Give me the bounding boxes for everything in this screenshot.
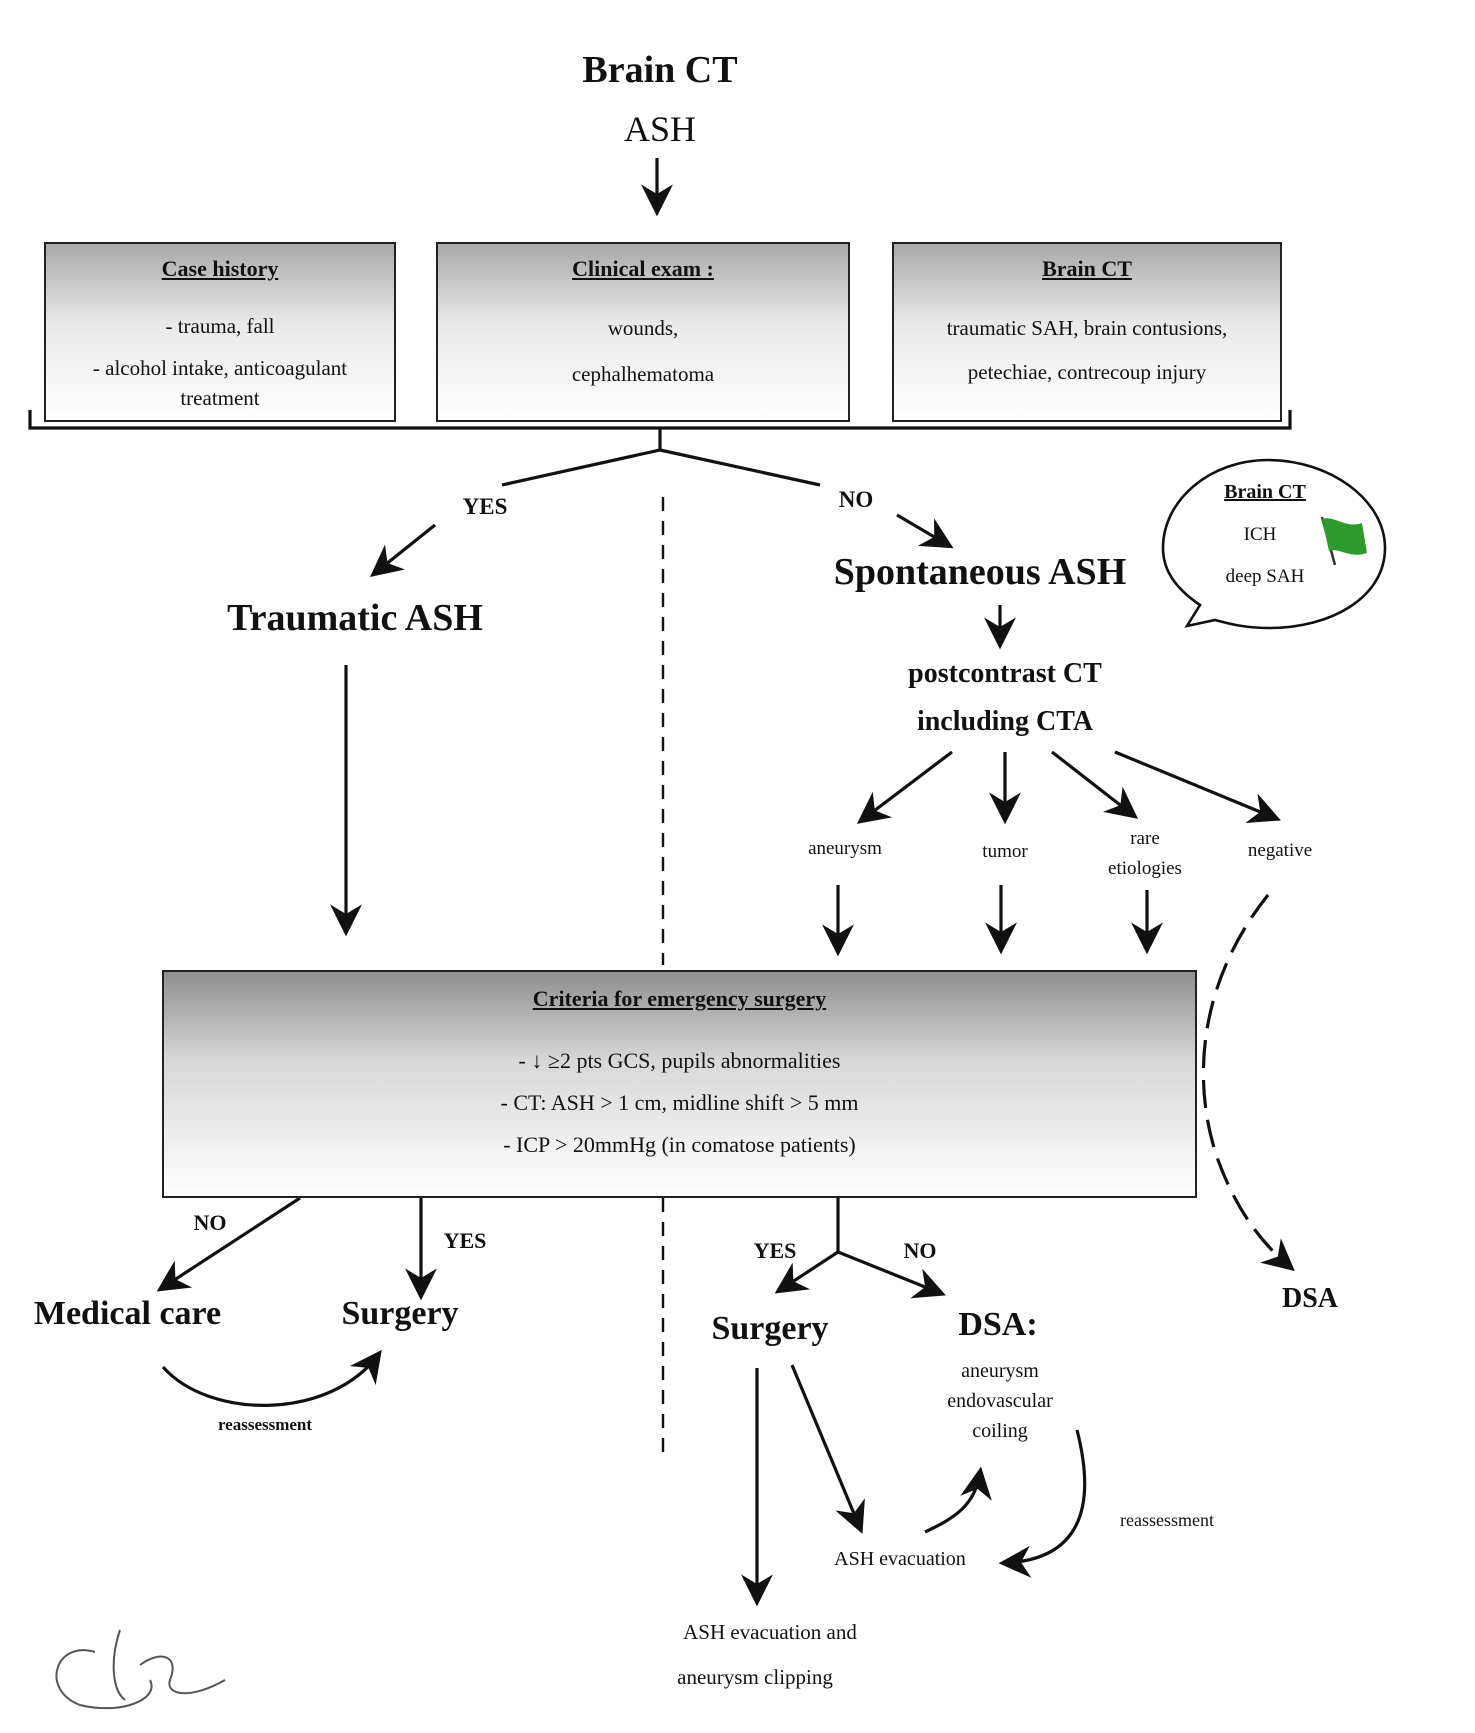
arrow-criteria-no	[156, 1196, 301, 1292]
arrow-no	[896, 513, 954, 549]
right-yes-label: YES	[753, 1238, 797, 1263]
etiology-rare: etiologies	[1108, 858, 1182, 879]
clinical-exam-title: Clinical exam :	[572, 256, 714, 281]
arrow-rare	[1051, 750, 1139, 819]
signature-icon	[55, 1629, 226, 1710]
bubble-line: deep SAH	[1225, 566, 1305, 587]
final-line: ASH evacuation and	[683, 1620, 857, 1644]
arrow-right-yes	[774, 1250, 839, 1294]
traumatic-ash: Traumatic ASH	[227, 597, 483, 639]
criteria-line: - ↓ ≥2 pts GCS, pupils abnormalities	[518, 1048, 841, 1073]
arrow-yes	[370, 523, 436, 577]
bubble-title: Brain CT	[1224, 481, 1306, 503]
case-history-line: treatment	[180, 386, 260, 410]
etiology-tumor: tumor	[982, 841, 1028, 862]
criteria-line: - ICP > 20mmHg (in comatose patients)	[503, 1132, 856, 1157]
arrow-negative	[1114, 750, 1281, 824]
dsa-line: aneurysm	[961, 1360, 1039, 1382]
etiology-negative: negative	[1247, 840, 1313, 861]
arrow-reassess-right	[998, 1429, 1087, 1578]
case-history-box: Case history - trauma, fall - alcohol in…	[44, 242, 396, 422]
arrow-negative-dsa	[1201, 894, 1295, 1272]
no-label: NO	[838, 487, 874, 512]
bubble-line: ICH	[1243, 524, 1277, 545]
postcontrast-line1: postcontrast CT	[908, 658, 1102, 689]
clinical-exam-line: wounds,	[607, 316, 679, 340]
arrow-evac-coiling	[924, 1466, 992, 1534]
reassessment-right: reassessment	[1120, 1510, 1214, 1530]
arrow-right-no	[837, 1250, 946, 1299]
spontaneous-ash: Spontaneous ASH	[833, 551, 1127, 593]
speech-bubble	[1161, 458, 1387, 630]
top-subtitle: ASH	[623, 109, 697, 149]
arrow-reassess-left	[161, 1349, 382, 1407]
criteria-no-label: NO	[193, 1210, 227, 1235]
dsa-final: DSA	[1281, 1283, 1338, 1314]
brain-ct-line: petechiae, contrecoup injury	[967, 360, 1207, 384]
brain-ct-box: Brain CT traumatic SAH, brain contusions…	[892, 242, 1282, 422]
criteria-title: Criteria for emergency surgery	[532, 986, 827, 1011]
dsa-colon: DSA:	[958, 1306, 1038, 1343]
arrow-aneurysm	[856, 750, 953, 824]
surgery-left: Surgery	[341, 1295, 459, 1332]
surgery-right: Surgery	[711, 1310, 829, 1347]
criteria-line: - CT: ASH > 1 cm, midline shift > 5 mm	[500, 1090, 859, 1115]
clinical-exam-box: Clinical exam : wounds, cephalhematoma	[436, 242, 850, 422]
final-line: aneurysm clipping	[677, 1665, 833, 1689]
reassessment-left: reassessment	[217, 1415, 313, 1434]
medical-care: Medical care	[33, 1295, 222, 1332]
green-flag-icon	[1320, 516, 1367, 566]
brain-ct-title: Brain CT	[1042, 256, 1132, 281]
dsa-line: endovascular	[947, 1390, 1053, 1412]
etiology-rare: rare	[1130, 828, 1160, 849]
criteria-box: Criteria for emergency surgery - ↓ ≥2 pt…	[162, 970, 1197, 1198]
ash-evacuation: ASH evacuation	[834, 1548, 966, 1570]
branch-left	[501, 448, 661, 487]
top-title: Brain CT	[582, 49, 738, 91]
arrow-surgery-evac	[790, 1364, 865, 1534]
yes-label: YES	[462, 494, 508, 519]
branch-right	[659, 448, 821, 487]
dsa-line: coiling	[972, 1420, 1028, 1442]
case-history-title: Case history	[161, 256, 279, 281]
etiology-aneurysm: aneurysm	[808, 838, 882, 859]
postcontrast-line2: including CTA	[916, 706, 1094, 737]
criteria-yes-label: YES	[443, 1228, 487, 1253]
brain-ct-line: traumatic SAH, brain contusions,	[946, 316, 1228, 340]
case-history-line: - trauma, fall	[165, 314, 275, 338]
clinical-exam-line: cephalhematoma	[571, 362, 715, 386]
right-no-label: NO	[903, 1238, 937, 1263]
case-history-line: - alcohol intake, anticoagulant	[92, 356, 348, 380]
